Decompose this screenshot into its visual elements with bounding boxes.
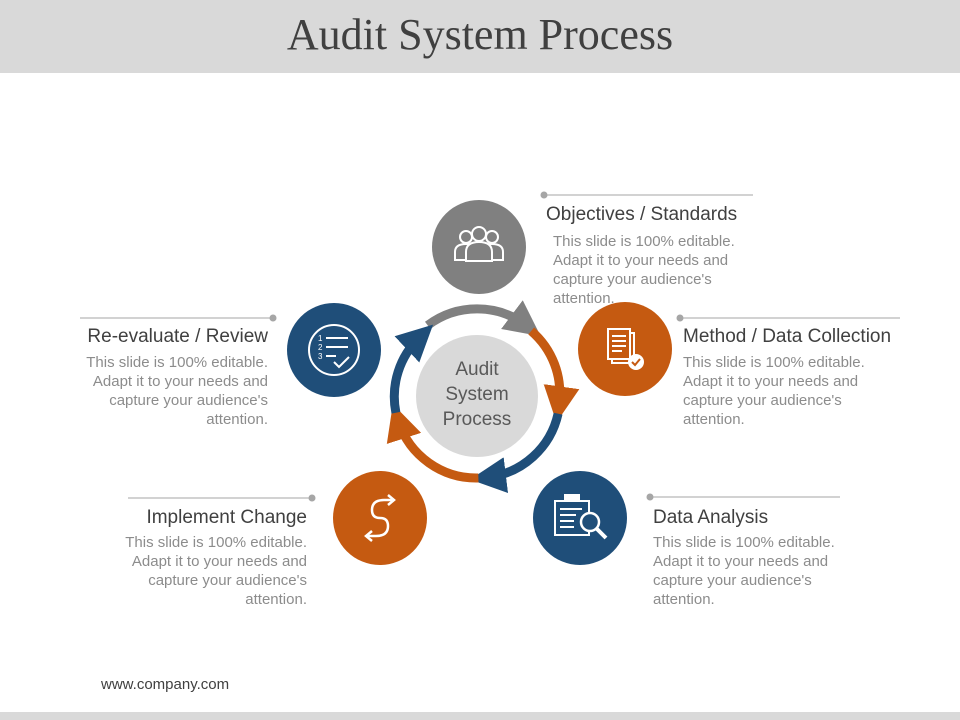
- title-bar: [0, 0, 960, 73]
- step-heading-reevaluate: Re-evaluate / Review: [87, 326, 268, 347]
- exchange-arrows-icon: [364, 494, 396, 542]
- cycle-arc-orange-2: [386, 404, 479, 483]
- center-label-line3: Process: [442, 409, 512, 430]
- center-label-line2: System: [445, 384, 509, 405]
- connector-implement: [128, 494, 316, 502]
- svg-text:3: 3: [318, 352, 323, 361]
- connector-analysis: [646, 493, 840, 501]
- center-circle: [416, 335, 538, 457]
- step-circle-analysis: [533, 471, 627, 565]
- clipboard-magnifier-icon: [554, 494, 608, 540]
- step-heading-method: Method / Data Collection: [683, 326, 892, 347]
- cycle-arc-orange-1: [528, 327, 580, 423]
- numbered-list-icon: 1 2 3: [308, 324, 360, 376]
- step-heading-analysis: Data Analysis: [653, 507, 769, 528]
- step-desc-objectives: This slide is 100% editable. Adapt it to…: [553, 233, 735, 307]
- step-heading-implement: Implement Change: [146, 507, 307, 528]
- connector-method: [676, 314, 900, 322]
- footer-url[interactable]: www.company.com: [101, 676, 230, 693]
- document-check-icon: [607, 328, 644, 370]
- step-desc-analysis: This slide is 100% editable. Adapt it to…: [653, 534, 835, 608]
- cycle-arc-navy-2: [389, 324, 434, 414]
- footer-bar: [0, 712, 960, 720]
- step-circle-reevaluate: [287, 303, 381, 397]
- people-group-icon: [454, 226, 504, 262]
- center-label: Audit System Process: [417, 357, 537, 432]
- step-desc-implement: This slide is 100% editable. Adapt it to…: [125, 534, 307, 608]
- center-label-line1: Audit: [455, 359, 499, 380]
- step-desc-method: This slide is 100% editable. Adapt it to…: [683, 354, 865, 428]
- cycle-arc-navy-1: [470, 412, 563, 493]
- connector-reevaluate: [80, 314, 277, 322]
- slide-title: Audit System Process: [286, 10, 674, 59]
- step-heading-objectives: Objectives / Standards: [546, 204, 738, 225]
- svg-text:1: 1: [318, 334, 323, 343]
- step-desc-reevaluate: This slide is 100% editable. Adapt it to…: [86, 354, 268, 428]
- svg-text:2: 2: [318, 343, 323, 352]
- connector-objectives: [540, 191, 753, 199]
- cycle-arc-gray: [424, 300, 541, 337]
